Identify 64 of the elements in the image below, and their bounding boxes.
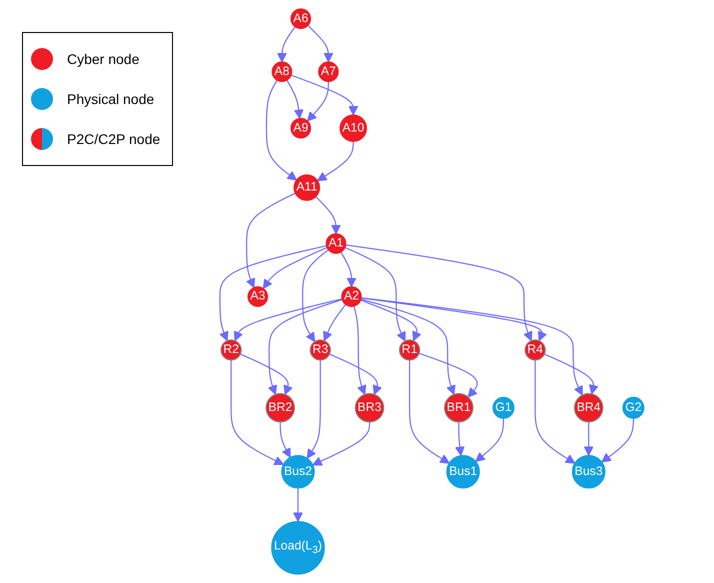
node-circle: R1 (399, 339, 420, 361)
arrow (246, 192, 296, 288)
arrow (360, 300, 422, 342)
node-circle: A3 (248, 286, 268, 307)
node-circle: Bus1 (446, 454, 480, 489)
arrow (340, 252, 357, 288)
arrow (361, 297, 583, 396)
node-circle: A9 (290, 118, 312, 138)
arrow (315, 196, 342, 234)
node-circle: R3 (310, 339, 332, 361)
arrow (291, 74, 358, 116)
node-circle: BR1 (444, 393, 474, 423)
node-circle: A11 (294, 174, 320, 201)
legend-label: P2C/C2P node (67, 131, 160, 147)
node-circle: R2 (220, 339, 242, 361)
node-circle: A2 (341, 286, 362, 307)
arrow (277, 26, 296, 62)
arrow (419, 352, 478, 398)
arrow (240, 354, 293, 395)
arrow (219, 245, 327, 342)
node-circle: R4 (524, 339, 546, 361)
arrow (329, 354, 382, 395)
arrow (344, 247, 406, 342)
arrow (455, 422, 465, 456)
node-circle: BR3 (354, 393, 384, 423)
legend-label: Physical node (67, 91, 154, 107)
arrow (234, 298, 342, 342)
arrow (307, 82, 330, 122)
arrow (323, 304, 346, 342)
arrow (534, 360, 576, 464)
node-circle: Bus2 (281, 454, 315, 489)
arrow (308, 25, 334, 62)
arrow (475, 418, 504, 462)
node-circle: BR2 (266, 393, 296, 423)
arrow (286, 80, 304, 119)
legend-label: Cyber node (67, 51, 140, 67)
arrow (361, 297, 548, 342)
node-circle: Load(L$_{3}$) (271, 520, 325, 575)
node-circle: G2 (622, 396, 645, 419)
node-circle: A7 (318, 61, 339, 82)
arrow (317, 141, 354, 182)
arrow (230, 360, 284, 466)
arrow (360, 298, 456, 395)
node-circle: A8 (272, 61, 292, 82)
node-circle: Bus3 (572, 454, 606, 489)
arrow (293, 488, 304, 522)
arrow (262, 247, 328, 289)
arrow (584, 422, 594, 456)
arrow (280, 422, 291, 458)
node-circle: A6 (290, 8, 312, 30)
arrow (266, 80, 298, 181)
node-circle: A1 (326, 233, 346, 254)
arrow (306, 360, 321, 459)
arrow (268, 299, 342, 395)
arrow (346, 244, 533, 342)
arrow (302, 249, 329, 342)
arrow (544, 354, 599, 394)
arrow (354, 306, 366, 395)
arrow (312, 422, 370, 466)
node-circle: A10 (340, 114, 368, 142)
arrow (409, 360, 450, 464)
arrow (601, 418, 634, 463)
node-circle: BR4 (574, 393, 604, 423)
node-circle: G1 (492, 396, 515, 419)
